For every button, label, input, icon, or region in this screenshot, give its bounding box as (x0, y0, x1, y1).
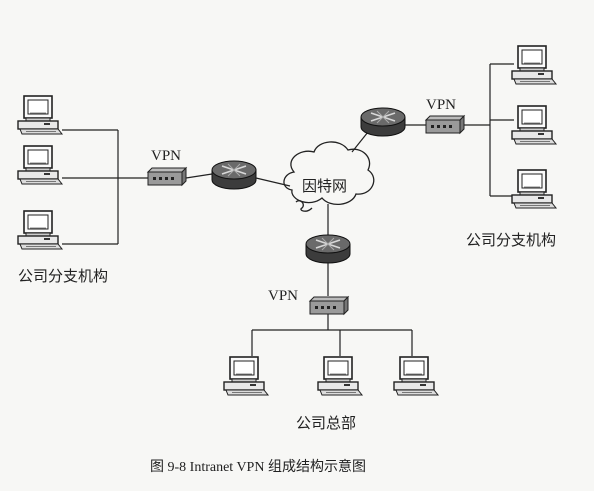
right-computer-2 (511, 105, 557, 145)
internet-links (255, 131, 369, 236)
right-vpn-label: VPN (426, 97, 457, 113)
left-router (211, 160, 257, 190)
hq-vpn-device (309, 296, 349, 315)
right-branch-network (405, 63, 514, 197)
left-computer-1 (17, 95, 63, 135)
right-computer-3 (511, 169, 557, 209)
top-router (360, 107, 406, 137)
left-computer-3 (17, 210, 63, 250)
right-computer-1 (511, 45, 557, 85)
hq-network (251, 262, 413, 356)
hq-vpn-label: VPN (268, 288, 299, 304)
left-vpn-device (147, 167, 187, 186)
left-branch-network (62, 129, 213, 245)
hq-computer-1 (223, 356, 269, 396)
right-branch-label: 公司分支机构 (466, 231, 557, 249)
lightning-icon (295, 200, 313, 212)
hq-computer-3 (393, 356, 439, 396)
figure-caption: 图 9-8 Intranet VPN 组成结构示意图 (150, 460, 366, 475)
right-vpn-device (425, 115, 465, 134)
left-computer-2 (17, 145, 63, 185)
hq-label: 公司总部 (296, 414, 357, 432)
left-branch-label: 公司分支机构 (18, 267, 109, 285)
internet-label: 因特网 (302, 177, 348, 195)
hq-computer-2 (317, 356, 363, 396)
hq-router (305, 234, 351, 264)
left-vpn-label: VPN (151, 148, 182, 164)
internet-cloud (283, 141, 375, 205)
